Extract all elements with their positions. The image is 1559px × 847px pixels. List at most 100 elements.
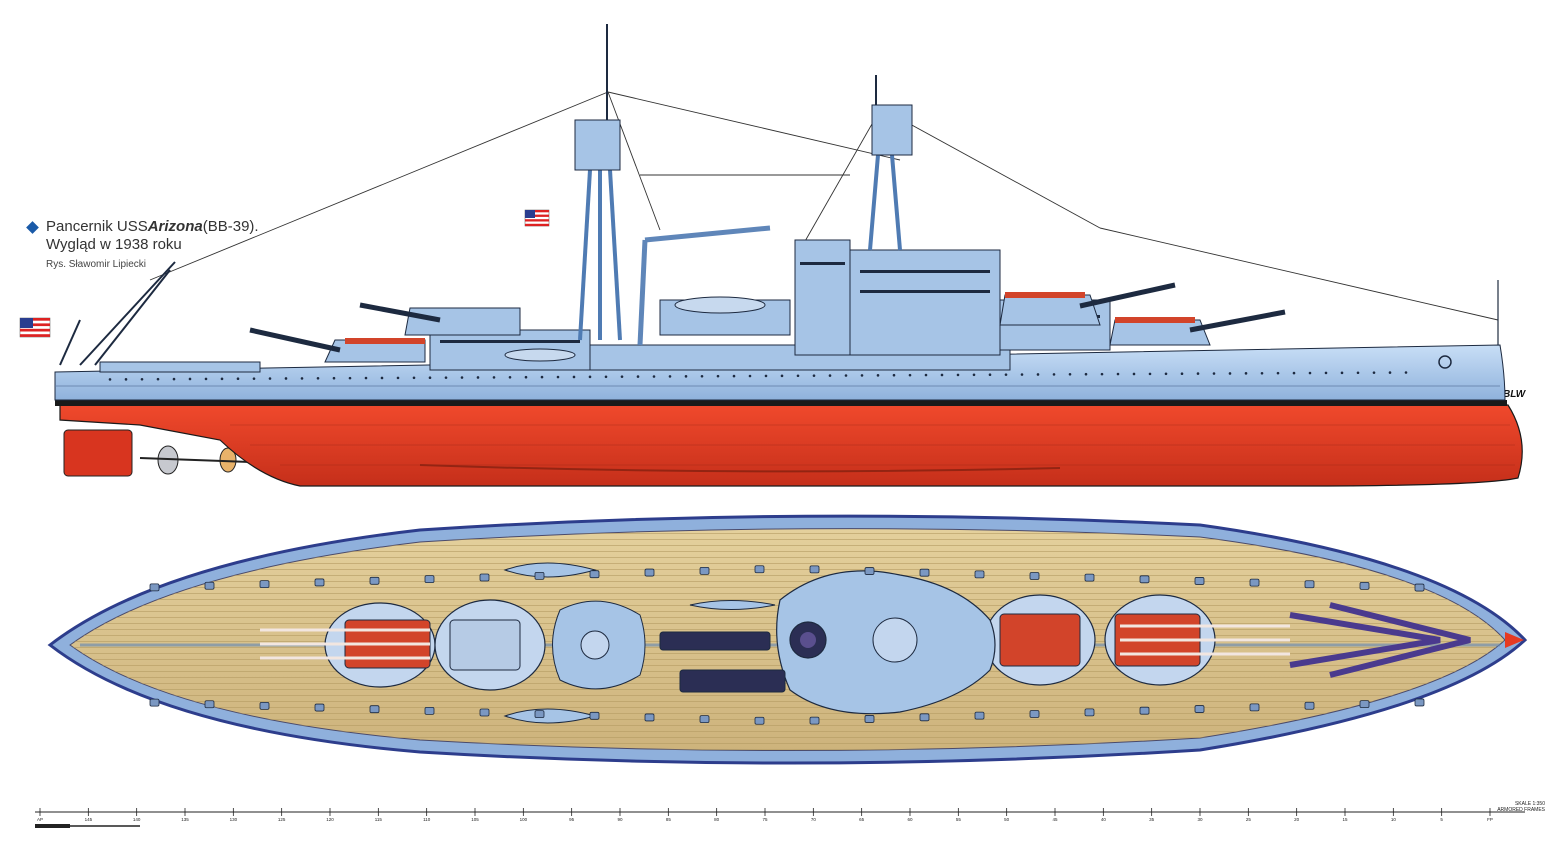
deck-fitting [149, 698, 160, 707]
porthole [844, 374, 848, 377]
porthole [1196, 372, 1200, 375]
deck-fitting [1304, 701, 1315, 710]
deck-fitting [1139, 575, 1150, 584]
porthole [140, 377, 144, 381]
deck-fitting [1084, 573, 1095, 582]
deck-fitting [369, 576, 380, 585]
scale-tick-label: 105 [471, 817, 479, 822]
scale-note-line2: ARMORED FRAMES [1497, 807, 1545, 813]
boot-top [55, 400, 1507, 406]
deck-fitting [589, 711, 600, 720]
porthole [588, 375, 592, 379]
deck-fitting [1139, 706, 1150, 715]
rigging [149, 91, 1499, 321]
deck-fitting [589, 570, 600, 579]
scale-tick-label: AP [37, 817, 43, 822]
porthole [1084, 372, 1088, 376]
caption-prefix: Pancernik USS [46, 218, 148, 235]
porthole [524, 375, 528, 379]
porthole [1212, 372, 1216, 375]
scale-tick-label: 135 [181, 817, 189, 822]
porthole [796, 374, 800, 378]
porthole [492, 376, 496, 379]
deck-fitting [919, 713, 930, 722]
bow-tip [1505, 632, 1524, 648]
fore-mast-top [871, 104, 913, 156]
porthole [700, 374, 704, 378]
porthole [972, 373, 976, 377]
porthole [188, 377, 192, 381]
portholes [108, 371, 1408, 381]
deck-fitting [424, 575, 435, 584]
porthole [988, 373, 992, 377]
scale-tick-label: 65 [859, 817, 865, 822]
porthole [412, 376, 416, 380]
porthole [572, 375, 576, 379]
porthole [540, 375, 544, 379]
porthole [828, 374, 832, 377]
deck-fitting [699, 715, 710, 723]
scale-tick-label: 35 [1149, 817, 1155, 822]
caption-ship-name: Arizona [147, 218, 203, 235]
porthole [556, 375, 560, 379]
scale-tick-label: FP [1487, 817, 1493, 822]
main-mast-top [574, 119, 621, 171]
porthole [460, 376, 464, 379]
waterline-label: BLW [1503, 389, 1526, 400]
deck-fitting [644, 568, 655, 577]
scale-tick-label: 20 [1294, 817, 1300, 822]
porthole [652, 375, 656, 378]
deck-fitting [204, 581, 215, 590]
porthole [1324, 371, 1328, 375]
porthole [764, 374, 768, 378]
scale-tick-label: 75 [762, 817, 768, 822]
porthole [300, 377, 304, 380]
scale-tick-label: 50 [1004, 817, 1010, 822]
deck-fitting [479, 573, 490, 582]
turret-aft-2 [434, 599, 546, 691]
deck-fitting [1359, 700, 1370, 708]
porthole [604, 375, 608, 379]
porthole [748, 374, 752, 378]
deck-fitting [1029, 710, 1040, 718]
porthole [476, 376, 480, 379]
scale-tick-label: 70 [811, 817, 817, 822]
deck-fitting [864, 567, 875, 575]
scale-tick-label: 120 [326, 817, 334, 822]
top-view [47, 514, 1528, 765]
porthole [1356, 371, 1360, 375]
hull-plating [230, 424, 1515, 473]
deck-fitting [479, 708, 490, 717]
porthole [108, 378, 112, 381]
scale-tick-label: 5 [1440, 817, 1443, 822]
deck-fitting [974, 711, 985, 720]
porthole [124, 378, 128, 381]
scale-tick-label: 55 [956, 817, 962, 822]
porthole [924, 373, 928, 377]
deck-fitting [644, 713, 655, 722]
porthole [1260, 371, 1264, 375]
porthole [940, 373, 944, 377]
deck-fitting [314, 703, 325, 712]
deck-fittings [149, 565, 1425, 725]
porthole [1276, 371, 1280, 375]
porthole [1132, 372, 1136, 376]
deck-fitting [974, 570, 985, 579]
scale-note-line1: SKALE 1:350 [1514, 801, 1545, 807]
porthole [1388, 371, 1392, 374]
deck-fitting [424, 706, 435, 715]
scale-tick-label: 125 [278, 817, 286, 822]
porthole [636, 375, 640, 378]
deck-fitting [534, 571, 545, 580]
deck-fitting [314, 578, 325, 587]
deck-fitting [149, 583, 160, 592]
launches-top [659, 631, 786, 693]
scale-tick-label: 85 [666, 817, 672, 822]
propellers [139, 445, 251, 475]
porthole [684, 375, 688, 378]
porthole [172, 377, 176, 381]
porthole [876, 374, 880, 377]
turrets-side [249, 282, 1286, 363]
